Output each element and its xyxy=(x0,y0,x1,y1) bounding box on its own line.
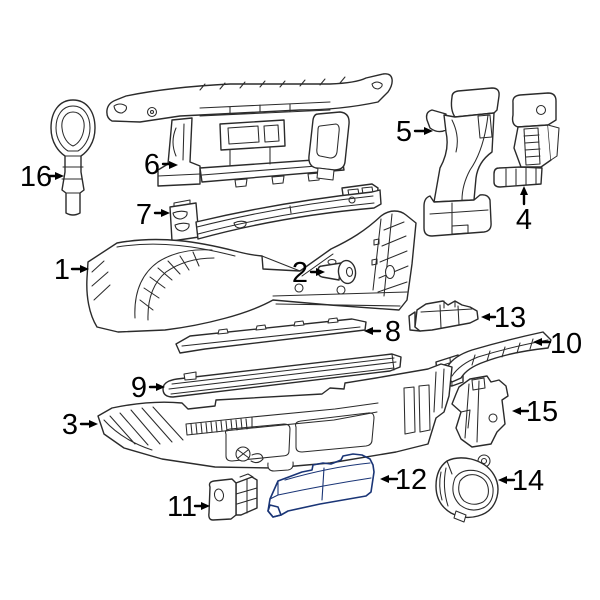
callout-14: 14 xyxy=(498,465,544,497)
callout-15-label: 15 xyxy=(526,396,558,428)
callout-6: 6 xyxy=(144,149,178,181)
callout-2: 2 xyxy=(292,257,325,289)
part-12-highlighted-trim-panel xyxy=(267,453,375,518)
callout-9: 9 xyxy=(131,372,165,404)
part-6-mounting-support-assembly xyxy=(106,73,393,188)
callout-6-label: 6 xyxy=(144,149,160,181)
part-16-tow-hook xyxy=(50,99,96,216)
part-7-impact-bar xyxy=(169,183,382,242)
callout-10-label: 10 xyxy=(550,328,582,360)
part-9-lower-molding xyxy=(162,353,402,398)
part-3-lower-bumper-fascia xyxy=(97,363,453,472)
part-14-exhaust-bezel xyxy=(435,454,499,523)
callout-11: 11 xyxy=(167,491,210,523)
part-15-lower-side-bracket xyxy=(451,375,509,448)
diagram-line-art: 1 2 3 4 5 6 7 xyxy=(20,73,582,523)
callout-4: 4 xyxy=(516,186,532,236)
callout-8: 8 xyxy=(364,316,401,348)
callout-5-label: 5 xyxy=(396,116,412,148)
callout-5: 5 xyxy=(396,116,433,148)
callout-arrows: 1 2 3 4 5 6 7 xyxy=(20,116,582,523)
callout-1: 1 xyxy=(54,254,89,286)
callout-7: 7 xyxy=(136,199,170,231)
callout-11-label: 11 xyxy=(167,491,197,523)
callout-16: 16 xyxy=(20,161,64,193)
callout-10: 10 xyxy=(533,328,582,360)
part-13-bracket xyxy=(408,300,479,332)
callout-12: 12 xyxy=(380,464,427,496)
callout-1-label: 1 xyxy=(54,254,70,286)
callout-15: 15 xyxy=(512,396,558,428)
callout-16-label: 16 xyxy=(20,161,52,193)
callout-4-label: 4 xyxy=(516,204,532,236)
callout-7-label: 7 xyxy=(136,199,152,231)
part-5-side-support-bracket xyxy=(423,87,500,237)
callout-12-label: 12 xyxy=(395,464,427,496)
callout-2-label: 2 xyxy=(292,257,308,289)
part-12-left-lip xyxy=(267,504,282,518)
part-1-upper-bumper-cover xyxy=(86,210,417,333)
callout-13-label: 13 xyxy=(494,302,526,334)
part-11-bracket-pair xyxy=(208,473,258,521)
part-4-side-bracket xyxy=(493,92,560,188)
callout-8-label: 8 xyxy=(385,316,401,348)
part-8-step-pad xyxy=(175,317,367,354)
part-10-corner-molding xyxy=(435,331,552,387)
callout-3: 3 xyxy=(62,409,98,441)
callout-13: 13 xyxy=(481,302,526,334)
callout-14-label: 14 xyxy=(512,465,544,497)
callout-3-label: 3 xyxy=(62,409,78,441)
callout-9-label: 9 xyxy=(131,372,147,404)
